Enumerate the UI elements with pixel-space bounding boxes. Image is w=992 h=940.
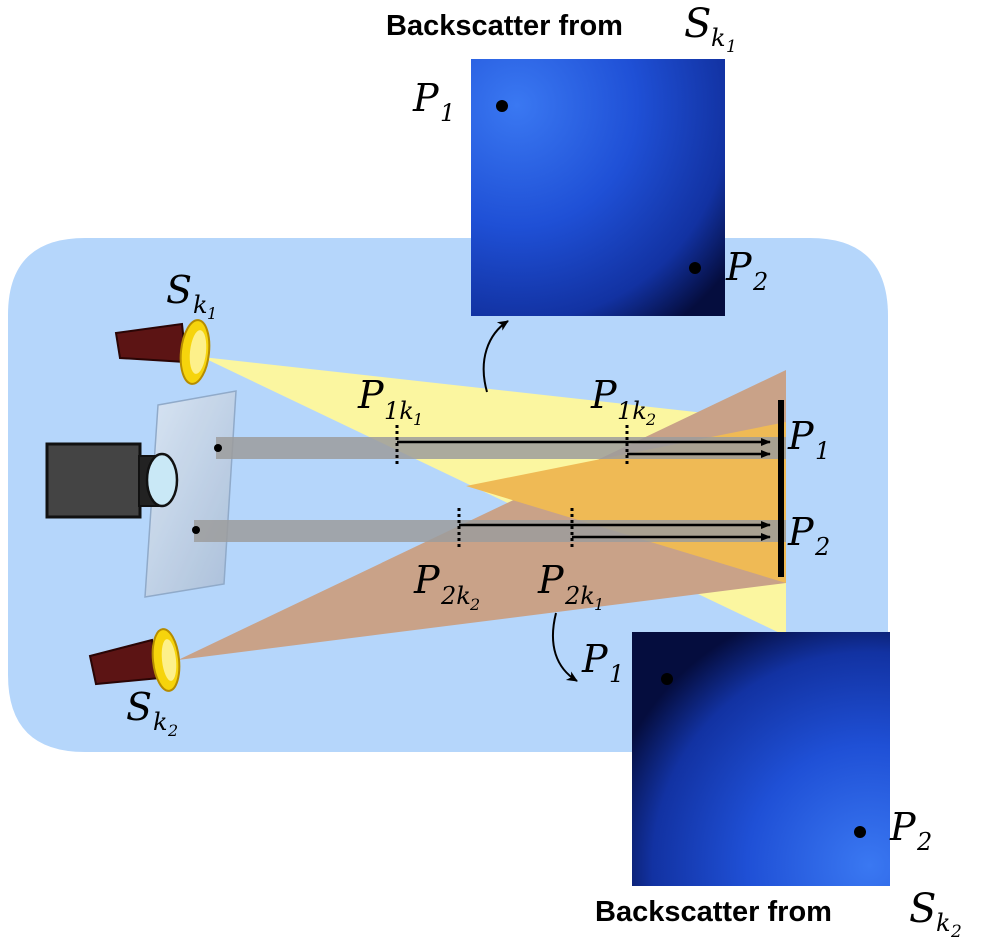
label-source-top: S k 1: [166, 268, 217, 323]
label-target-p1: P 1: [787, 414, 830, 465]
svg-text:1k: 1k: [617, 397, 647, 425]
label-image-top-p2: P 2: [725, 245, 768, 296]
svg-text:1: 1: [440, 99, 455, 127]
label-source-bottom: S k 2: [126, 685, 178, 740]
pointer-arrow-bottom: [552, 612, 578, 682]
svg-text:S: S: [909, 886, 936, 932]
svg-text:P: P: [787, 414, 815, 458]
svg-text:P: P: [787, 510, 815, 554]
image-top-point-p2: [689, 262, 701, 274]
backscatter-image-bottom: [632, 632, 890, 886]
svg-text:2: 2: [645, 410, 656, 429]
camera-icon: [45, 442, 179, 519]
svg-text:2: 2: [167, 721, 178, 740]
svg-text:2: 2: [814, 533, 830, 561]
svg-text:2k: 2k: [440, 582, 471, 610]
svg-text:P: P: [412, 76, 440, 120]
image-bottom-point-p2: [854, 826, 866, 838]
svg-text:S: S: [166, 268, 192, 312]
svg-text:1: 1: [815, 437, 830, 465]
svg-text:k: k: [153, 708, 168, 736]
svg-text:2: 2: [469, 595, 480, 614]
label-image-bottom-p1: P 1: [581, 637, 624, 688]
svg-text:P: P: [357, 373, 385, 417]
svg-text:1: 1: [726, 37, 737, 57]
label-image-top-p1: P 1: [412, 76, 455, 127]
svg-text:2: 2: [752, 268, 768, 296]
svg-text:2: 2: [916, 828, 932, 856]
svg-text:1k: 1k: [384, 397, 414, 425]
pointer-arrow-top: [482, 320, 509, 393]
svg-text:Backscatter from: Backscatter from: [595, 896, 832, 928]
svg-text:P: P: [537, 558, 565, 602]
svg-text:P: P: [889, 805, 917, 849]
label-p2k1: P 2k 1: [537, 558, 604, 614]
svg-text:S: S: [126, 685, 152, 729]
image-top-point-p1: [496, 100, 508, 112]
label-p1k1: P 1k 1: [357, 373, 423, 429]
svg-text:1: 1: [594, 595, 604, 614]
svg-text:1: 1: [413, 410, 423, 429]
svg-text:k: k: [936, 909, 951, 937]
image-bottom-point-p1: [661, 673, 673, 685]
svg-text:S: S: [684, 1, 711, 47]
label-p1k2: P 1k 2: [590, 373, 656, 429]
svg-text:k: k: [193, 291, 208, 319]
ray-p2: [194, 520, 786, 542]
svg-text:2: 2: [950, 922, 962, 940]
svg-text:1: 1: [207, 304, 217, 323]
svg-text:2k: 2k: [564, 582, 595, 610]
label-p2k2: P 2k 2: [413, 558, 480, 614]
svg-text:P: P: [413, 558, 441, 602]
svg-text:1: 1: [609, 660, 624, 688]
svg-text:k: k: [711, 24, 726, 52]
svg-text:P: P: [590, 373, 618, 417]
svg-text:P: P: [725, 245, 753, 289]
label-target-p2: P 2: [787, 510, 830, 561]
title-bottom: Backscatter from S k 2: [595, 886, 962, 940]
svg-text:P: P: [581, 637, 609, 681]
ray-origin-p2: [192, 526, 200, 534]
svg-text:Backscatter from: Backscatter from: [386, 10, 623, 42]
backscatter-image-top: [471, 59, 725, 316]
beam-overlap: [466, 422, 786, 583]
ray-origin-p1: [214, 444, 222, 452]
glass-plate-icon: [144, 390, 237, 598]
ray-p1: [216, 437, 786, 459]
title-top: Backscatter from S k 1: [386, 1, 737, 57]
flashlight-icon: [88, 628, 181, 692]
label-image-bottom-p2: P 2: [889, 805, 932, 856]
flashlight-icon: [114, 319, 211, 385]
